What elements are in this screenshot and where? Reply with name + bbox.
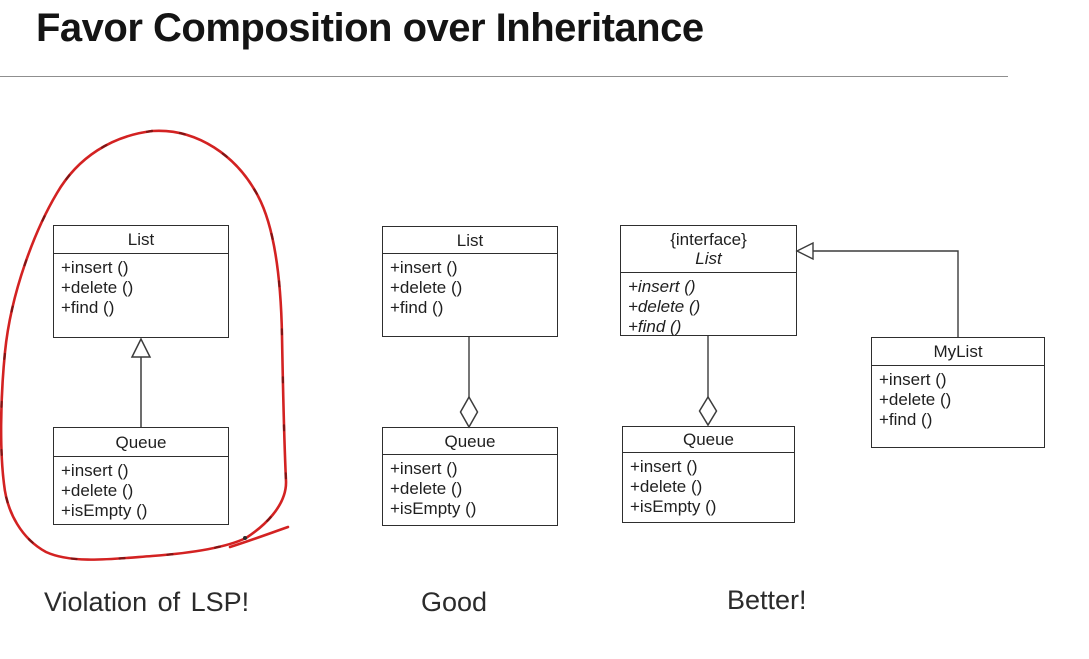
method-label: +insert () [630,457,698,476]
aggregation-diamond-good [459,337,479,429]
class-box-mylist: MyList +insert () +delete () +find () [871,337,1045,448]
class-box-list-inheritance: List +insert () +delete () +find () [53,225,229,338]
method-label: +insert () [61,461,129,480]
class-name: Queue [54,428,228,457]
method-label: +insert () [61,258,129,277]
class-name: Queue [623,427,794,453]
method-list: +insert () +delete () +find () [621,273,796,341]
method-label: +isEmpty () [61,501,148,520]
stereotype-label: {interface} [670,230,747,249]
class-name-label: List [127,230,155,249]
method-label: +delete () [628,297,701,316]
class-name-label: List [695,249,722,268]
method-list: +insert () +delete () +isEmpty () [623,453,794,521]
class-name: {interface} List [621,226,796,273]
class-name-label: MyList [933,342,983,361]
realization-arrow [795,241,959,337]
class-name-label: Queue [115,432,167,452]
method-label: +delete () [61,278,134,297]
method-label: +isEmpty () [630,497,717,516]
class-box-queue-inheritance: Queue +insert () +delete () +isEmpty () [53,427,229,525]
class-name: List [54,226,228,254]
aggregation-diamond-better [698,336,718,427]
page-title: Favor Composition over Inheritance [36,6,704,50]
class-box-interface-list: {interface} List +insert () +delete () +… [620,225,797,336]
class-name-label: Queue [444,431,496,451]
method-list: +insert () +delete () +isEmpty () [54,457,228,525]
method-label: +insert () [879,370,947,389]
method-label: +insert () [390,459,458,478]
method-label: +insert () [390,258,458,277]
caption-good: Good [421,587,488,617]
inheritance-arrow [130,337,152,427]
annotation-dot [243,536,247,540]
class-name: MyList [872,338,1044,366]
class-name: Queue [383,428,557,455]
class-name-label: List [456,230,484,250]
method-label: +delete () [390,278,463,297]
method-label: +find () [61,298,115,317]
method-label: +delete () [61,481,134,500]
method-label: +delete () [630,477,703,496]
class-name-label: Queue [682,430,735,449]
method-list: +insert () +delete () +find () [872,366,1044,434]
method-list: +insert () +delete () +find () [54,254,228,322]
method-label: +isEmpty () [390,499,477,518]
method-label: +find () [390,298,444,317]
class-box-queue-better: Queue +insert () +delete () +isEmpty () [622,426,795,523]
method-label: +delete () [390,479,463,498]
class-box-queue-good: Queue +insert () +delete () +isEmpty () [382,427,558,526]
annotation-tail [228,525,290,549]
method-list: +insert () +delete () +find () [383,254,557,322]
method-label: +find () [879,410,933,429]
caption-better: Better! [727,585,807,615]
method-label: +delete () [879,390,952,409]
title-divider [0,76,1008,77]
method-list: +insert () +delete () +isEmpty () [383,455,557,523]
method-label: +insert () [628,277,696,296]
class-name: List [383,227,557,254]
class-box-list-good: List +insert () +delete () +find () [382,226,558,337]
caption-violation-of-lsp: Violation of LSP! [44,587,250,617]
method-label: +find () [628,317,682,336]
